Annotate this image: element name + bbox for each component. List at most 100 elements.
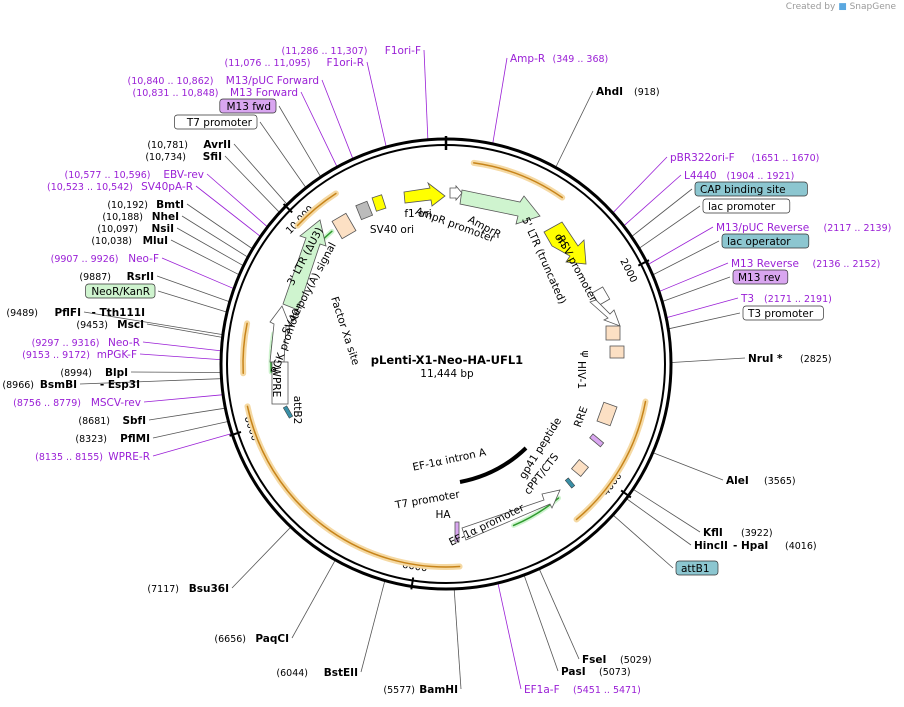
sv40-ori-box	[355, 200, 374, 221]
label-name: pBR322ori-F	[670, 152, 735, 164]
label-position: (2117 .. 2139)	[824, 223, 892, 234]
snapgene-credit: Created by ■ SnapGene	[786, 2, 896, 12]
feature-box	[721, 233, 810, 249]
feature-label: attB2	[291, 396, 303, 425]
primer-label: F1ori-R(11,076 .. 11,095)	[225, 57, 364, 69]
leader-line	[667, 297, 739, 318]
leader-line	[156, 275, 229, 302]
leader-line	[639, 205, 701, 249]
tick-mark	[410, 577, 415, 590]
leader-line	[170, 239, 239, 275]
restriction-site-label: AhdI(918)	[596, 86, 660, 98]
label-position: (8756 .. 8779)	[13, 398, 81, 409]
leader-line	[300, 91, 338, 167]
feature-label: WPRE	[270, 367, 282, 398]
label-position: (9489)	[6, 308, 38, 319]
tick-mark	[620, 489, 632, 499]
feature-box	[694, 181, 808, 197]
label-position: (6656)	[214, 634, 246, 645]
feature-label: SV40 ori	[370, 224, 414, 236]
label-name: MluI	[143, 235, 168, 247]
label-name: PflFI	[54, 307, 81, 319]
primer-label: M13 Forward(10,831 .. 10,848)	[133, 87, 298, 99]
rre-box	[596, 401, 618, 427]
restriction-site-label: KflI(3922)	[703, 527, 773, 539]
primer-label: EF1a-F(5451 .. 5471)	[524, 684, 641, 696]
feature-label: Factor Xa site	[328, 295, 361, 367]
leader-line	[181, 215, 248, 258]
label-name: KflI	[703, 527, 723, 539]
leader-line	[669, 312, 741, 330]
label-position: (8681)	[78, 416, 110, 427]
feature-label: EF-1α intron A	[412, 446, 488, 473]
feature-box-text: CAP binding site	[700, 184, 786, 196]
label-position: (2171 .. 2191)	[764, 294, 832, 305]
label-position: (5029)	[620, 655, 652, 666]
leader-line	[662, 276, 731, 302]
feature-box	[174, 114, 258, 130]
label-position: (9907 .. 9926)	[51, 254, 119, 265]
leader-line	[83, 311, 222, 335]
ha-tag-box	[454, 521, 460, 543]
plasmid-size: 11,444 bp	[420, 368, 474, 380]
restriction-site-label: PaqCI(6656)	[214, 633, 289, 645]
label-position: (2825)	[800, 354, 832, 365]
label-name: BstEII	[324, 667, 358, 679]
restriction-site-label: AvrII(10,781)	[147, 139, 231, 151]
label-position: (10,577 .. 10,596)	[65, 170, 151, 181]
label-position: (4016)	[785, 541, 817, 552]
leader-line	[157, 290, 227, 313]
label-name: Neo-F	[128, 253, 159, 265]
label-name: PasI	[561, 666, 586, 678]
tick-label: 2000	[617, 257, 638, 285]
leader-line	[186, 203, 253, 249]
label-name: NheI	[152, 211, 179, 223]
label-name: BamHI	[419, 684, 458, 696]
label-position: (10,097)	[97, 224, 138, 235]
leader-line	[321, 79, 354, 159]
outer-labels: Amp-R(349 .. 368)AhdI(918)pBR322ori-F(16…	[2, 45, 891, 696]
primer-label: SV40pA-R(10,523 .. 10,542)	[47, 181, 193, 193]
feature-box-text: T3 promoter	[747, 308, 814, 320]
feature-box-text: attB1	[681, 563, 710, 575]
leader-line	[142, 341, 221, 352]
label-position: (2136 .. 2152)	[813, 259, 881, 270]
leader-line	[259, 121, 306, 188]
restriction-site-label: Bsu36I(7117)	[147, 583, 229, 595]
label-name: Bsu36I	[189, 583, 229, 595]
leader-line	[233, 143, 287, 205]
restriction-site-label: BmtI(10,192)	[107, 199, 184, 211]
primer-label: mPGK-F(9153 .. 9172)	[22, 349, 137, 361]
restriction-site-label: HincII	[694, 540, 728, 552]
primer-label: T3(2171 .. 2191)	[740, 293, 832, 305]
label-name: M13/pUC Forward	[226, 75, 319, 87]
label-position: (9153 .. 9172)	[22, 350, 90, 361]
label-position: (10,831 .. 10,848)	[133, 88, 219, 99]
orf-arc	[473, 162, 563, 199]
feature-box-label: CAP binding site	[694, 181, 808, 197]
feature-box	[85, 283, 156, 299]
leader-line	[624, 174, 682, 226]
orf-arc	[246, 405, 461, 568]
primer-label: pBR322ori-F(1651 .. 1670)	[670, 152, 819, 164]
label-position: (9887)	[79, 272, 111, 283]
credit-prefix: Created by	[785, 2, 836, 12]
snapgene-logo-icon: ■	[838, 2, 847, 12]
leader-line	[659, 262, 729, 292]
leader-line	[555, 90, 594, 167]
orf-arcs	[240, 159, 649, 570]
feature-box-label: attB1	[675, 560, 719, 576]
primer-label: L4440(1904 .. 1921)	[684, 170, 794, 182]
label-name: PflMI	[120, 433, 150, 445]
feature-label: HA	[435, 509, 451, 521]
label-name: WPRE-R	[108, 451, 150, 463]
label-position: (10,188)	[102, 212, 143, 223]
label-name: - Tth111I	[92, 307, 146, 319]
primer-label: F1ori-F(11,286 .. 11,307)	[282, 45, 421, 57]
feature-box	[742, 305, 824, 321]
label-position: (349 .. 368)	[553, 54, 609, 65]
label-position: (8323)	[75, 434, 107, 445]
feature-box-label: T7 promoter	[174, 114, 258, 130]
credit-brand: SnapGene	[849, 2, 896, 12]
